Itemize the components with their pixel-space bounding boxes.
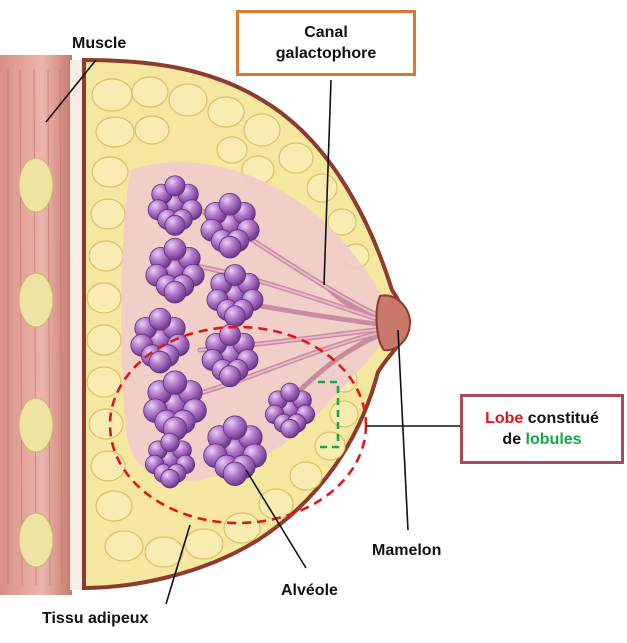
label-canal-galactophore: Canal galactophore bbox=[236, 10, 416, 76]
alveolus bbox=[165, 176, 185, 196]
lobe-line-2: de lobules bbox=[502, 429, 581, 450]
alveolus bbox=[223, 462, 247, 486]
lobe-de: de bbox=[502, 431, 525, 448]
alveolus bbox=[164, 281, 186, 303]
alveolus bbox=[219, 236, 241, 258]
fascia bbox=[70, 60, 84, 590]
lobe-line-1: Lobe constitué bbox=[485, 408, 599, 429]
label-mamelon: Mamelon bbox=[372, 541, 441, 560]
label-tissu-adipeux: Tissu adipeux bbox=[42, 609, 148, 628]
lobules-word: lobules bbox=[526, 431, 582, 448]
lobe-word: Lobe bbox=[485, 410, 523, 427]
nipple-shape bbox=[377, 295, 410, 350]
alveolus bbox=[225, 306, 246, 327]
alveolus bbox=[161, 433, 179, 451]
alveolus bbox=[163, 371, 187, 395]
mamelon-leader bbox=[398, 330, 408, 530]
label-muscle: Muscle bbox=[72, 34, 126, 53]
canal-line-2: galactophore bbox=[276, 43, 376, 64]
alveolus bbox=[281, 419, 299, 437]
alveolus bbox=[223, 416, 247, 440]
alveolus bbox=[164, 238, 186, 260]
alveolus bbox=[225, 265, 246, 286]
alveolus bbox=[220, 366, 241, 387]
alveolus bbox=[281, 383, 299, 401]
lobe-rest: constitué bbox=[523, 410, 599, 427]
alveolus bbox=[219, 193, 241, 215]
label-alveole: Alvéole bbox=[281, 581, 338, 600]
alveolus bbox=[149, 351, 171, 373]
alveolus bbox=[161, 469, 179, 487]
label-lobe: Lobe constitué de lobules bbox=[460, 394, 624, 464]
alveolus bbox=[149, 308, 171, 330]
canal-line-1: Canal bbox=[304, 22, 348, 43]
alveolus bbox=[165, 215, 185, 235]
